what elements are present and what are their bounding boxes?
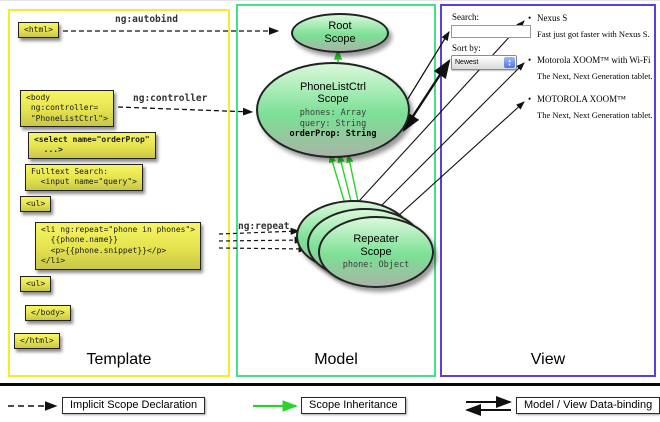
model-column: Model xyxy=(236,4,436,377)
phonelistctrl-scope-props: phones: Array query: String xyxy=(299,108,367,129)
legend-scope-inheritance: Scope Inheritance xyxy=(301,397,406,414)
code-html-open: <html> xyxy=(18,22,59,39)
code-ul-close: <ul> xyxy=(20,276,52,293)
root-scope-title: Root Scope xyxy=(324,20,356,45)
legend-model-view-binding: Model / View Data-binding xyxy=(516,397,660,414)
phonelistctrl-scope-title: PhoneListCtrl Scope xyxy=(299,80,367,106)
legend-implicit-scope: Implicit Scope Declaration xyxy=(62,397,206,414)
phone-item-desc: The Next, Next Generation tablet. xyxy=(537,110,653,120)
template-column: Template xyxy=(8,9,230,377)
repeater-scope-ellipse: Repeater Scope phone: Object xyxy=(318,216,434,288)
ng-controller-label: ng:controller xyxy=(133,93,208,104)
legend-separator xyxy=(0,383,660,386)
phone-item-title: Nexus S xyxy=(537,13,568,23)
template-column-label: Template xyxy=(86,351,152,368)
phone-item-title: MOTOROLA XOOM™ xyxy=(537,94,626,104)
phonelistctrl-scope-orderprop: orderProp: String xyxy=(289,129,377,140)
repeater-scope-title: Repeater Scope xyxy=(353,233,399,258)
view-column-label: View xyxy=(530,351,566,368)
model-column-label: Model xyxy=(314,351,358,368)
sort-dropdown-value: Newest xyxy=(455,59,479,66)
dropdown-stepper-icon: ▲▼ xyxy=(504,57,515,68)
search-label: Search: xyxy=(452,12,479,22)
phonelistctrl-scope-ellipse: PhoneListCtrl Scope phones: Array query:… xyxy=(256,62,410,158)
phone-list-item: • Motorola XOOM™ with Wi-Fi The Next, Ne… xyxy=(528,55,653,81)
bullet-icon: • xyxy=(528,55,532,65)
bullet-icon: • xyxy=(528,94,532,104)
code-body-open: <body ng:controller= "PhoneListCtrl"> xyxy=(20,90,114,128)
code-body-close: </body> xyxy=(25,305,71,322)
phone-item-desc: Fast just got faster with Nexus S. xyxy=(537,29,650,39)
sort-dropdown[interactable]: Newest ▲▼ xyxy=(451,55,517,70)
ng-repeat-label: ng:repeat xyxy=(238,221,290,232)
code-ul-open: <ul> xyxy=(20,196,52,213)
repeater-scope-prop: phone: Object xyxy=(342,260,410,271)
phone-item-desc: The Next, Next Generation tablet. xyxy=(537,71,653,81)
root-scope-ellipse: Root Scope xyxy=(291,13,389,53)
code-fulltext-search: Fulltext Search: <input name="query"> xyxy=(25,164,143,191)
sort-by-label: Sort by: xyxy=(452,43,481,53)
phone-item-title: Motorola XOOM™ with Wi-Fi xyxy=(537,55,651,65)
code-select: <select name="orderProp" ...> xyxy=(28,132,156,159)
ng-autobind-label: ng:autobind xyxy=(115,14,178,25)
code-html-close: </html> xyxy=(14,333,60,350)
search-input[interactable] xyxy=(451,25,531,38)
code-li-repeat: <li ng:repeat="phone in phones"> {{phone… xyxy=(35,222,202,270)
phone-list-item: • Nexus S Fast just got faster with Nexu… xyxy=(528,13,653,39)
phone-list-item: • MOTOROLA XOOM™ The Next, Next Generati… xyxy=(528,94,653,120)
bullet-icon: • xyxy=(528,13,532,23)
